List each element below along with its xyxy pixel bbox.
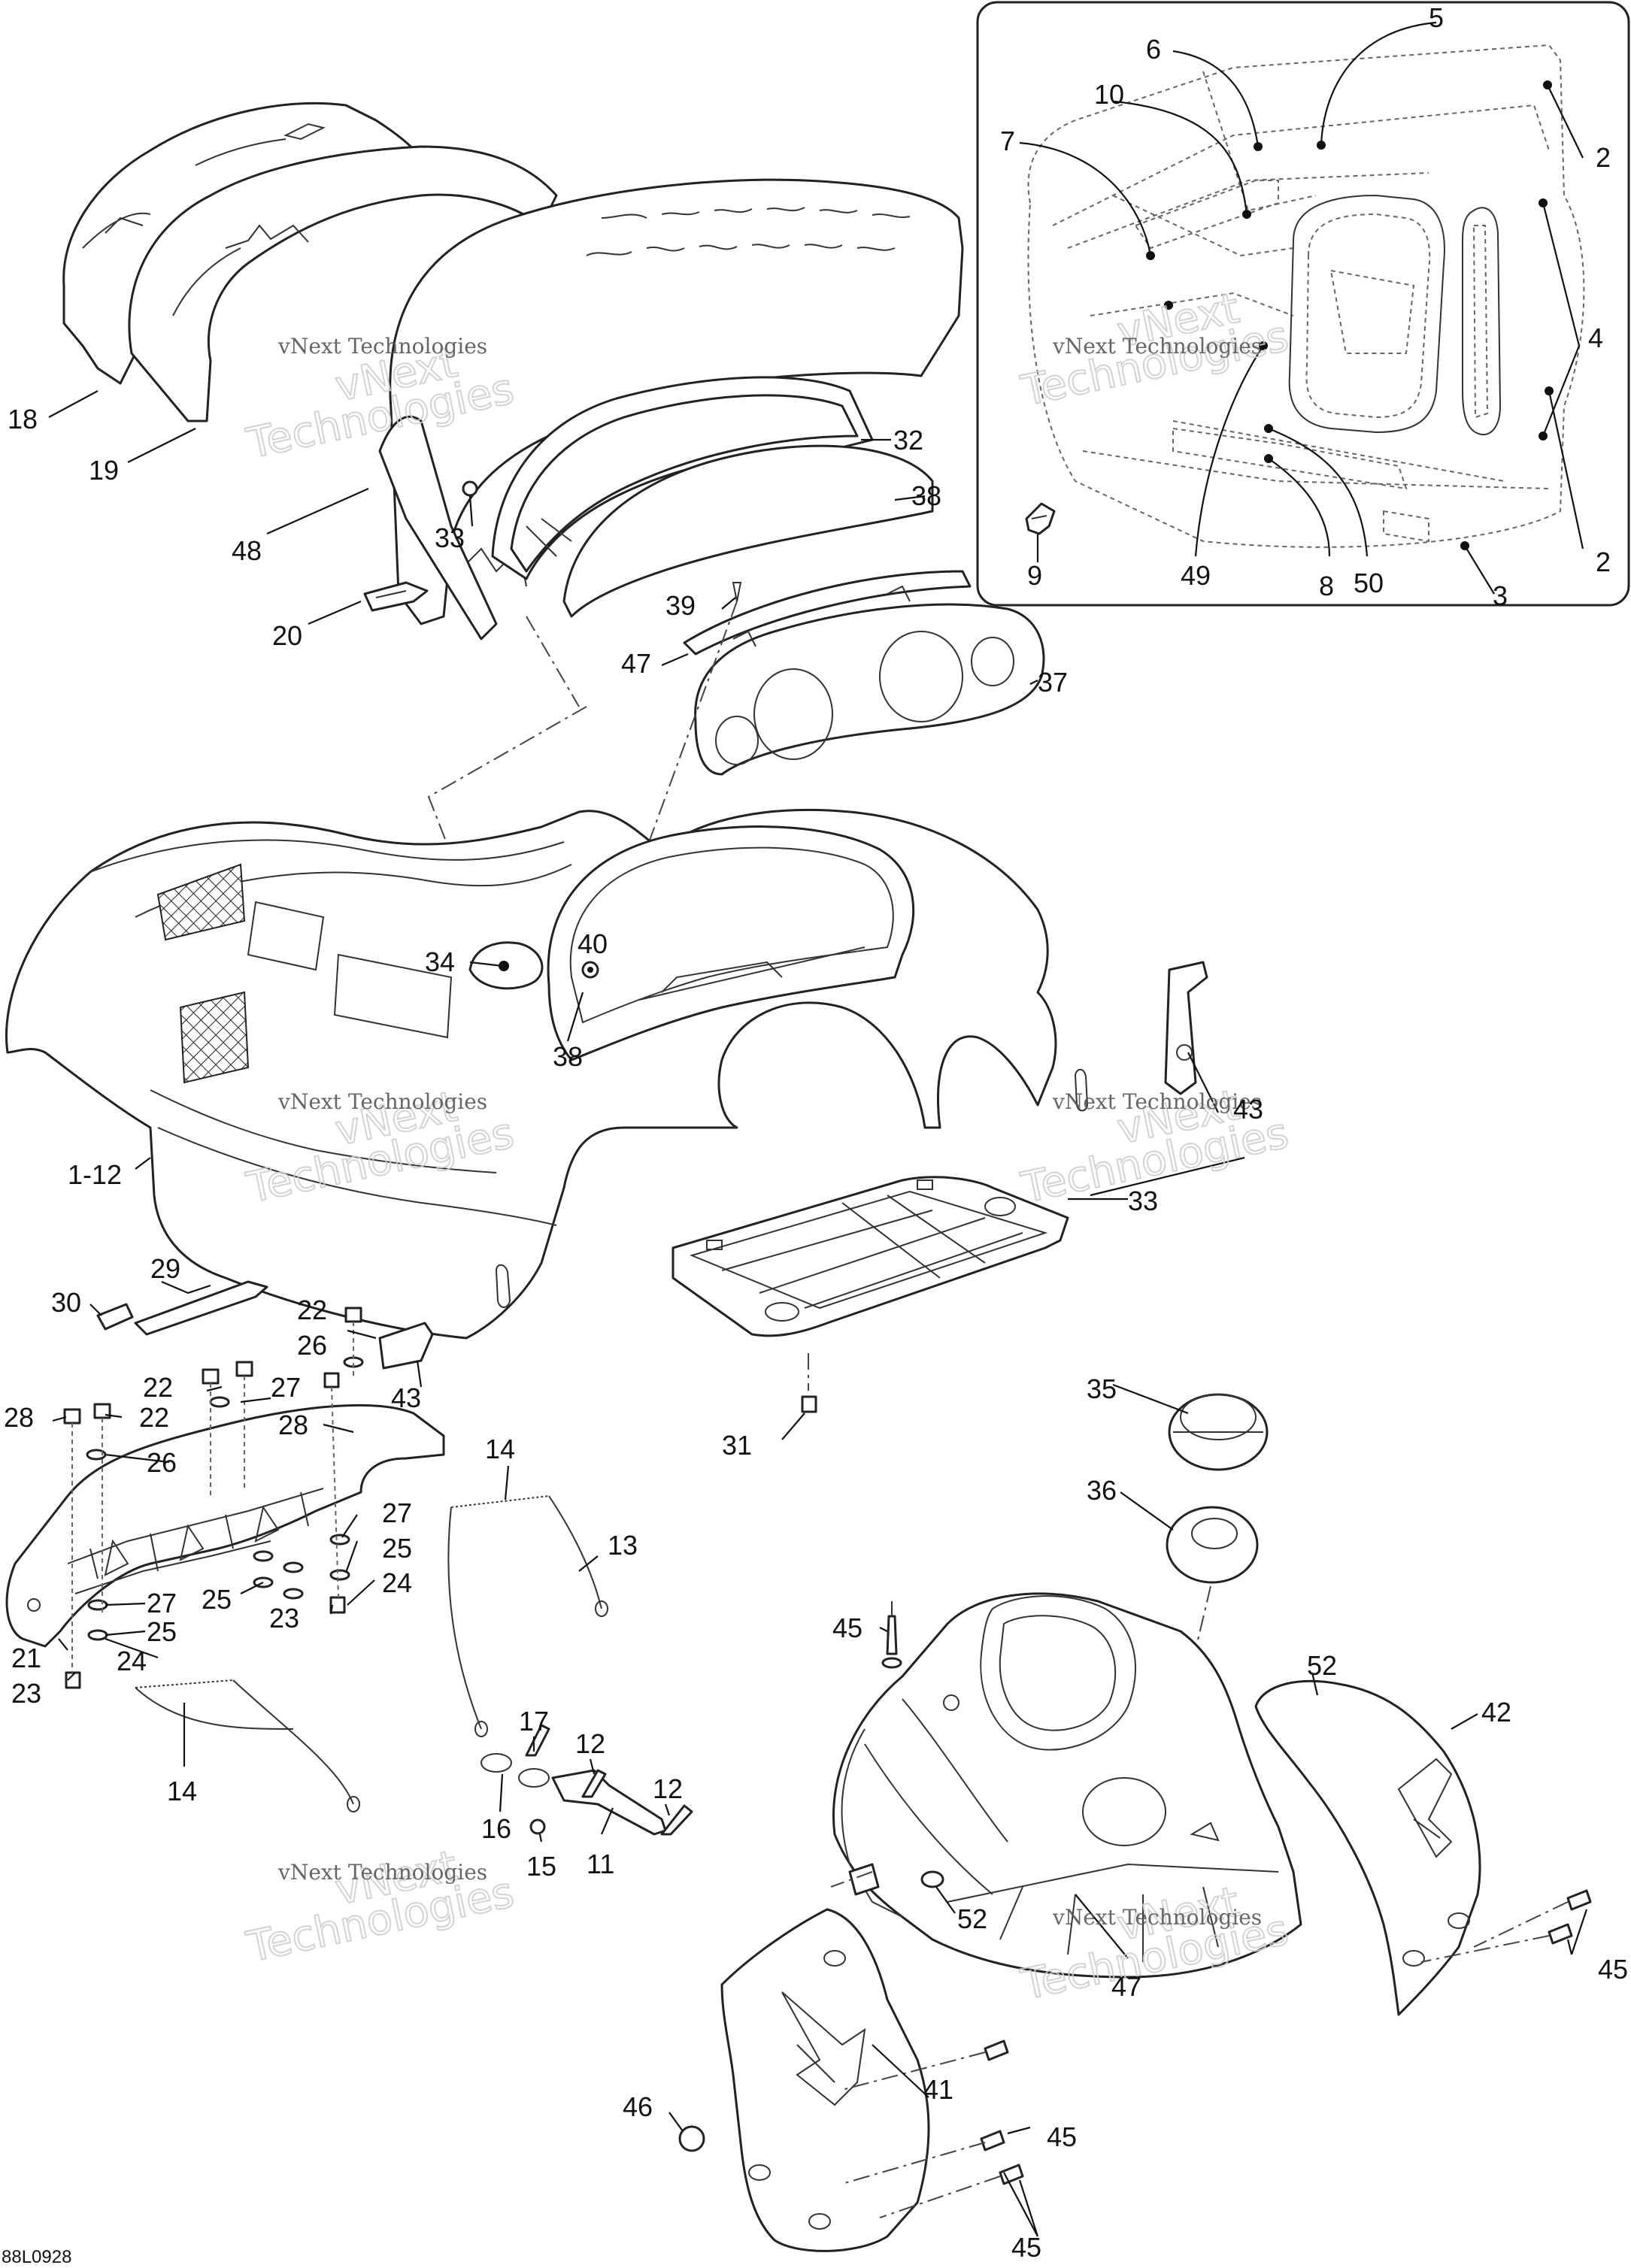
callout-29: 29: [150, 1253, 180, 1284]
side-panel-42: [1254, 1679, 1592, 2016]
callout-15: 15: [526, 1851, 556, 1882]
callout-33-tray: 33: [1128, 1185, 1158, 1216]
watermark-text: vNext Technologies: [277, 1089, 487, 1114]
callout-25-a: 25: [382, 1533, 412, 1564]
callout-16: 16: [481, 1813, 511, 1844]
callout-49: 49: [1181, 560, 1211, 591]
callout-12-b: 12: [653, 1773, 683, 1804]
drawing-code: 88L0928: [2, 2247, 71, 2267]
watermark-text: vNext Technologies: [1052, 1905, 1262, 1930]
callout-14-top: 14: [485, 1434, 515, 1464]
callout-17: 17: [519, 1706, 549, 1737]
callout-3: 3: [1493, 580, 1508, 611]
callout-22-c: 22: [139, 1402, 169, 1433]
callout-45-mid: 45: [1047, 2121, 1077, 2152]
watermark-text: vNext Technologies: [1052, 334, 1262, 359]
tray-33: [671, 1176, 1069, 1413]
callout-10: 10: [1094, 79, 1124, 110]
callout-9: 9: [1027, 560, 1042, 591]
callout-25-c: 25: [147, 1616, 177, 1647]
callout-23-b: 23: [11, 1678, 41, 1709]
callout-38-top: 38: [911, 480, 941, 511]
bracket-43: [1164, 961, 1208, 1095]
callout-27-c: 27: [147, 1588, 177, 1618]
callout-18: 18: [8, 404, 38, 435]
leader-lines: [48, 390, 1588, 2237]
callout-41: 41: [923, 2074, 953, 2105]
upper-cover-parts: [62, 102, 964, 640]
callout-34: 34: [425, 946, 455, 977]
callout-13: 13: [608, 1530, 638, 1561]
callout-24-a: 24: [382, 1567, 412, 1598]
callout-37: 37: [1038, 667, 1068, 698]
callout-27-a: 27: [271, 1372, 301, 1403]
callout-46: 46: [623, 2091, 653, 2122]
callout-27-b: 27: [382, 1497, 412, 1528]
callout-22-a: 22: [297, 1294, 327, 1325]
callout-4: 4: [1588, 322, 1603, 353]
callout-33-top: 33: [435, 522, 465, 553]
callout-7: 7: [1000, 126, 1015, 156]
callout-45-bottom: 45: [1011, 2232, 1041, 2263]
callout-52-bottom: 52: [957, 1903, 987, 1934]
callout-52-top: 52: [1307, 1650, 1337, 1681]
side-panel-41: [678, 1908, 1024, 2252]
callout-11: 11: [587, 1849, 614, 1879]
callout-20: 20: [272, 620, 302, 651]
callout-47-top: 47: [621, 648, 651, 679]
bracket-21-assembly: [5, 1280, 445, 1689]
callout-26-b: 26: [147, 1447, 177, 1478]
callout-40: 40: [578, 928, 608, 959]
watermark-text: vNext Technologies: [277, 1860, 487, 1885]
spring-cable-parts: [135, 1495, 693, 1836]
watermark-text: vNext Technologies: [277, 334, 487, 359]
callout-43-left: 43: [391, 1382, 421, 1413]
callout-36: 36: [1087, 1475, 1117, 1506]
callout-14-bottom: 14: [167, 1776, 197, 1806]
callout-45-right: 45: [1598, 1954, 1628, 1985]
callout-28-b: 28: [278, 1410, 308, 1440]
callout-5: 5: [1429, 2, 1444, 33]
callout-47-bottom: 47: [1111, 1971, 1141, 2002]
callout-2-bottom: 2: [1596, 547, 1611, 577]
callout-48: 48: [232, 535, 262, 566]
callout-30: 30: [51, 1287, 81, 1318]
gauge-cover-parts: [427, 376, 1045, 993]
callout-25-b: 25: [202, 1584, 232, 1615]
callout-38-bottom: 38: [553, 1041, 583, 1072]
callout-1-12: 1-12: [68, 1159, 122, 1190]
callout-45-top: 45: [832, 1612, 862, 1643]
lower-console-assembly: [830, 1592, 1332, 1979]
callout-35: 35: [1087, 1373, 1117, 1404]
callout-19: 19: [89, 455, 119, 486]
callout-22-b: 22: [143, 1372, 173, 1403]
watermark-text: vNext Technologies: [1052, 1089, 1262, 1114]
callout-2-top: 2: [1596, 142, 1611, 173]
callout-31: 31: [722, 1430, 752, 1461]
inset-detail-panel: [976, 1, 1630, 607]
callout-8: 8: [1319, 571, 1334, 601]
callout-32: 32: [893, 425, 923, 456]
callout-28-a: 28: [4, 1402, 34, 1433]
callout-12-a: 12: [575, 1728, 605, 1759]
callout-24-b: 24: [117, 1646, 147, 1676]
callout-43-right: 43: [1233, 1094, 1263, 1125]
callout-6: 6: [1146, 34, 1161, 65]
callout-23-a: 23: [269, 1603, 299, 1634]
main-hood-assembly: [5, 808, 1089, 1340]
callout-50: 50: [1354, 568, 1384, 598]
callout-21: 21: [11, 1643, 41, 1673]
callout-42: 42: [1481, 1697, 1511, 1727]
callout-26-a: 26: [297, 1330, 327, 1361]
callout-39: 39: [665, 590, 696, 621]
